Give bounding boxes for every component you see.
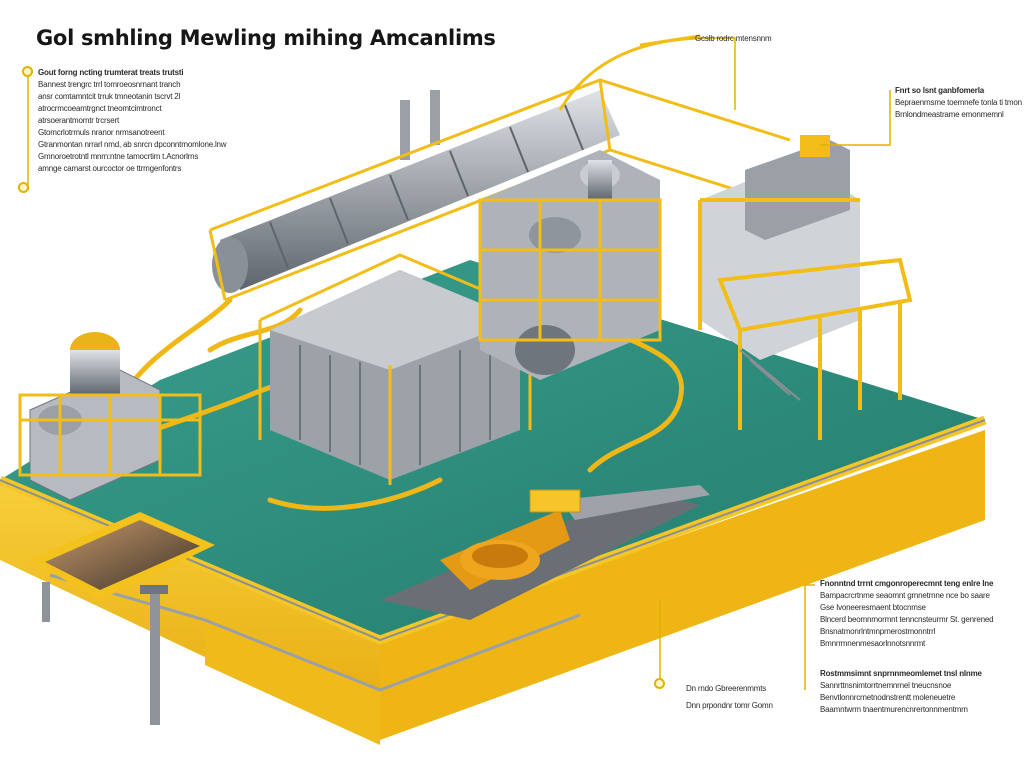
excavator-conveyor	[380, 485, 710, 620]
callout-leaders	[27, 37, 891, 690]
callout-bottom-right-2: Rostmmsimnt snprnnmeomlemet tnsl nlnme S…	[820, 669, 982, 714]
callout-top-center: Gcslb rodrc mtensnnm	[695, 34, 772, 43]
diagram-title: Gol smhling Mewling mihing Amcanlims	[36, 26, 496, 50]
callout-bottom-center-1: Dn rndo Gbreerenmmts	[686, 684, 767, 693]
callout-marker-bottom	[654, 678, 665, 689]
callout-bottom-right-1: Fnonntnd trrnt cmgonroperecmnt teng enlr…	[820, 579, 994, 648]
callout-marker-top-left	[22, 66, 33, 77]
central-tower	[478, 150, 662, 380]
callout-top-left: Gout forng ncting trumterat treats truts…	[38, 68, 227, 173]
callout-top-right: Fnrt so lsnt ganbfomerla Bepraenrnsme to…	[895, 86, 1022, 119]
central-mill-building	[258, 253, 532, 485]
ore-pit	[30, 512, 215, 725]
callout-marker-left-lower	[18, 182, 29, 193]
right-elevated-platform	[698, 135, 913, 440]
platform-side-right	[380, 430, 985, 740]
left-processing-module	[18, 332, 202, 501]
callout-bottom-center-2: Dnn prpondnr tomr Gomn	[686, 701, 773, 710]
